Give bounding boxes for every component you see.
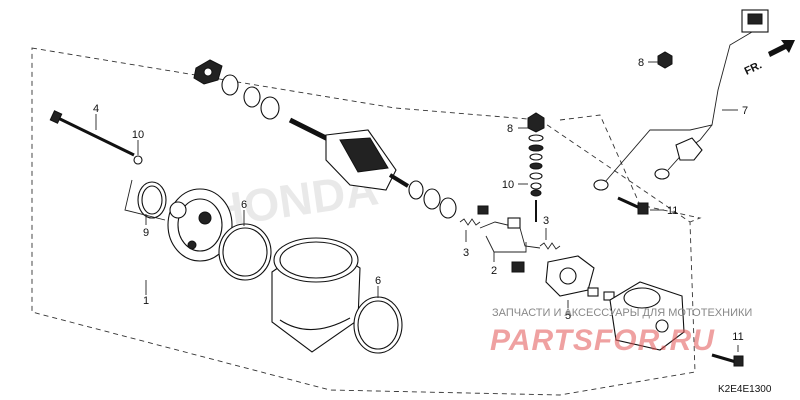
bolt-part-lower: [711, 353, 744, 367]
callout-7: 7: [742, 105, 748, 117]
callout-6-lower: 6: [375, 275, 381, 287]
spring-part-right: [539, 242, 561, 250]
callout-4: 4: [93, 103, 99, 115]
callout-2: 2: [491, 265, 497, 277]
small-washer-part: [133, 155, 143, 165]
motor-yoke-part: [271, 237, 361, 353]
callout-10-center: 10: [502, 179, 514, 191]
front-cover-part: [167, 188, 233, 262]
sub-assembly-boundary: [559, 114, 702, 223]
rear-washers: [408, 180, 457, 219]
rear-cover-part: [609, 281, 685, 351]
callout-10-left: 10: [132, 129, 144, 141]
brush-holder-part: [477, 200, 541, 249]
watermark-caption: ЗАПЧАСТИ И АКСЕССУАРЫ ДЛЯ МОТОТЕХНИКИ: [492, 307, 752, 319]
starter-cable-part: [593, 9, 769, 191]
callout-3-left: 3: [463, 247, 469, 259]
callout-6-upper: 6: [241, 199, 247, 211]
diagram-code: K2E4E1300: [718, 384, 772, 395]
terminal-hardware-stack: [527, 112, 545, 197]
bolt-part-upper: [617, 196, 649, 215]
front-direction-label: FR.: [743, 59, 764, 77]
callout-8-center: 8: [507, 123, 513, 135]
callout-9: 9: [143, 227, 149, 239]
brush-holder-assembly-part: [511, 255, 615, 301]
nut-part-top: [657, 51, 673, 69]
callout-11-lower: 11: [732, 331, 743, 343]
front-direction-arrow-icon: [768, 40, 795, 57]
watermark-logo: PARTSFOR.RU: [490, 324, 715, 357]
callout-1: 1: [143, 295, 149, 307]
armature-part: [288, 117, 410, 191]
callout-11-upper: 11: [667, 205, 678, 217]
callout-8-top: 8: [638, 57, 644, 69]
spring-part-left: [459, 218, 481, 226]
long-bolt-part: [49, 110, 135, 157]
leader-lines: [95, 61, 739, 352]
callout-3-right: 3: [543, 215, 549, 227]
armature-washers: [193, 59, 280, 120]
callout-5: 5: [565, 310, 571, 322]
assembly-boundary: [31, 47, 696, 396]
